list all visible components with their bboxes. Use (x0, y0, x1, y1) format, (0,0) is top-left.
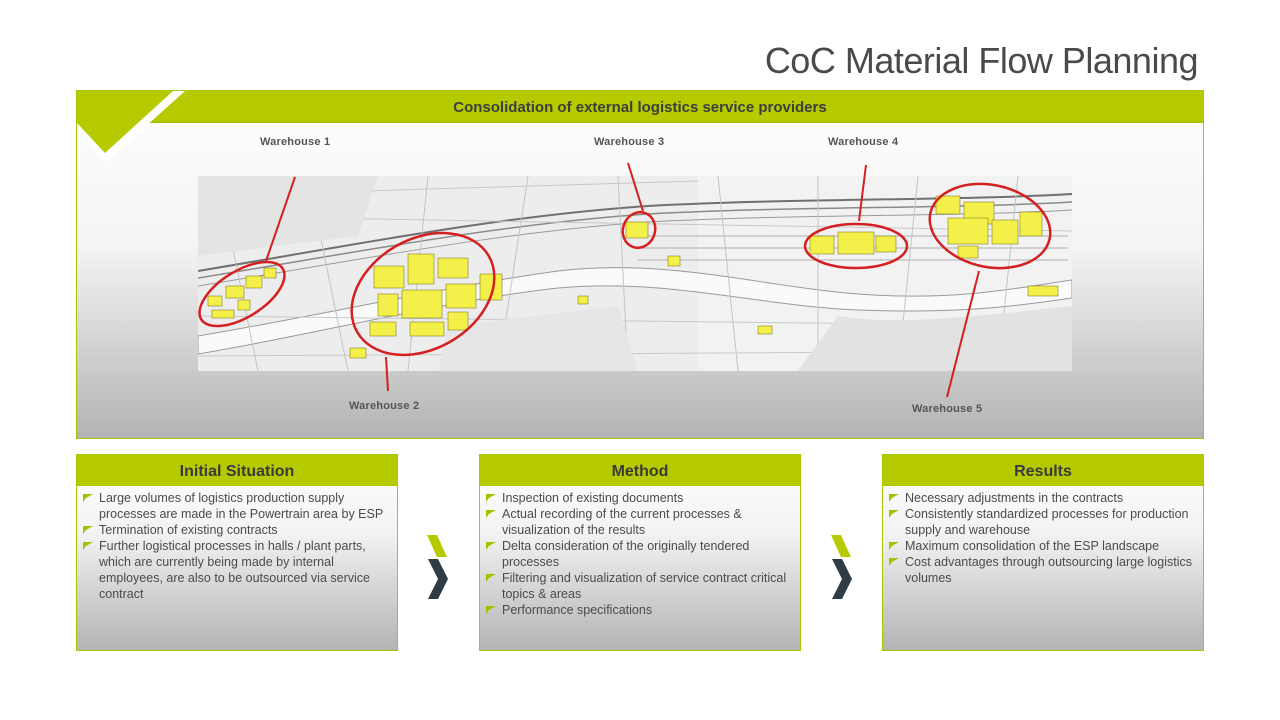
triangle-bullet-icon (83, 494, 93, 502)
initial-situation-title: Initial Situation (77, 455, 397, 486)
initial-situation-box: Initial Situation Large volumes of logis… (76, 454, 398, 651)
method-box: Method Inspection of existing documents … (479, 454, 801, 651)
list-item: Cost advantages through outsourcing larg… (889, 554, 1193, 586)
warehouse-3-label: Warehouse 3 (594, 136, 665, 148)
triangle-bullet-icon (889, 510, 899, 518)
consolidation-header-text: Consolidation of external logistics serv… (453, 99, 827, 116)
method-list: Inspection of existing documents Actual … (480, 490, 800, 618)
consolidation-panel: Consolidation of external logistics serv… (76, 90, 1204, 439)
consolidation-header: Consolidation of external logistics serv… (77, 91, 1203, 123)
slide-title: CoC Material Flow Planning (764, 40, 1199, 81)
triangle-bullet-icon (889, 542, 899, 550)
method-title: Method (480, 455, 800, 486)
warehouse-2-label: Warehouse 2 (349, 400, 420, 412)
site-map (198, 176, 1072, 371)
warehouse-4-label: Warehouse 4 (828, 136, 899, 148)
list-item: Performance specifications (486, 602, 790, 618)
triangle-bullet-icon (486, 606, 496, 614)
warehouse-leader-lines (265, 162, 980, 398)
triangle-bullet-icon (83, 542, 93, 550)
results-box: Results Necessary adjustments in the con… (882, 454, 1204, 651)
list-item: Large volumes of logistics production su… (83, 490, 387, 522)
warehouse-5-label: Warehouse 5 (912, 403, 983, 415)
list-item: Actual recording of the current processe… (486, 506, 790, 538)
list-item: Necessary adjustments in the contracts (889, 490, 1193, 506)
triangle-bullet-icon (486, 542, 496, 550)
triangle-bullet-icon (889, 558, 899, 566)
double-chevron-right-icon (831, 535, 852, 599)
list-item: Termination of existing contracts (83, 522, 387, 538)
list-item: Consistently standardized processes for … (889, 506, 1193, 538)
initial-situation-list: Large volumes of logistics production su… (77, 490, 397, 602)
list-item: Maximum consolidation of the ESP landsca… (889, 538, 1193, 554)
list-item: Inspection of existing documents (486, 490, 790, 506)
double-chevron-right-icon (427, 535, 448, 599)
triangle-bullet-icon (486, 494, 496, 502)
results-title: Results (883, 455, 1203, 486)
triangle-bullet-icon (486, 510, 496, 518)
triangle-bullet-icon (889, 494, 899, 502)
results-list: Necessary adjustments in the contracts C… (883, 490, 1203, 586)
list-item: Delta consideration of the originally te… (486, 538, 790, 570)
corner-decoration-icon (77, 91, 185, 163)
list-item: Filtering and visualization of service c… (486, 570, 790, 602)
triangle-bullet-icon (486, 574, 496, 582)
warehouse-1-label: Warehouse 1 (260, 136, 331, 148)
list-item: Further logistical processes in halls / … (83, 538, 387, 602)
triangle-bullet-icon (83, 526, 93, 534)
